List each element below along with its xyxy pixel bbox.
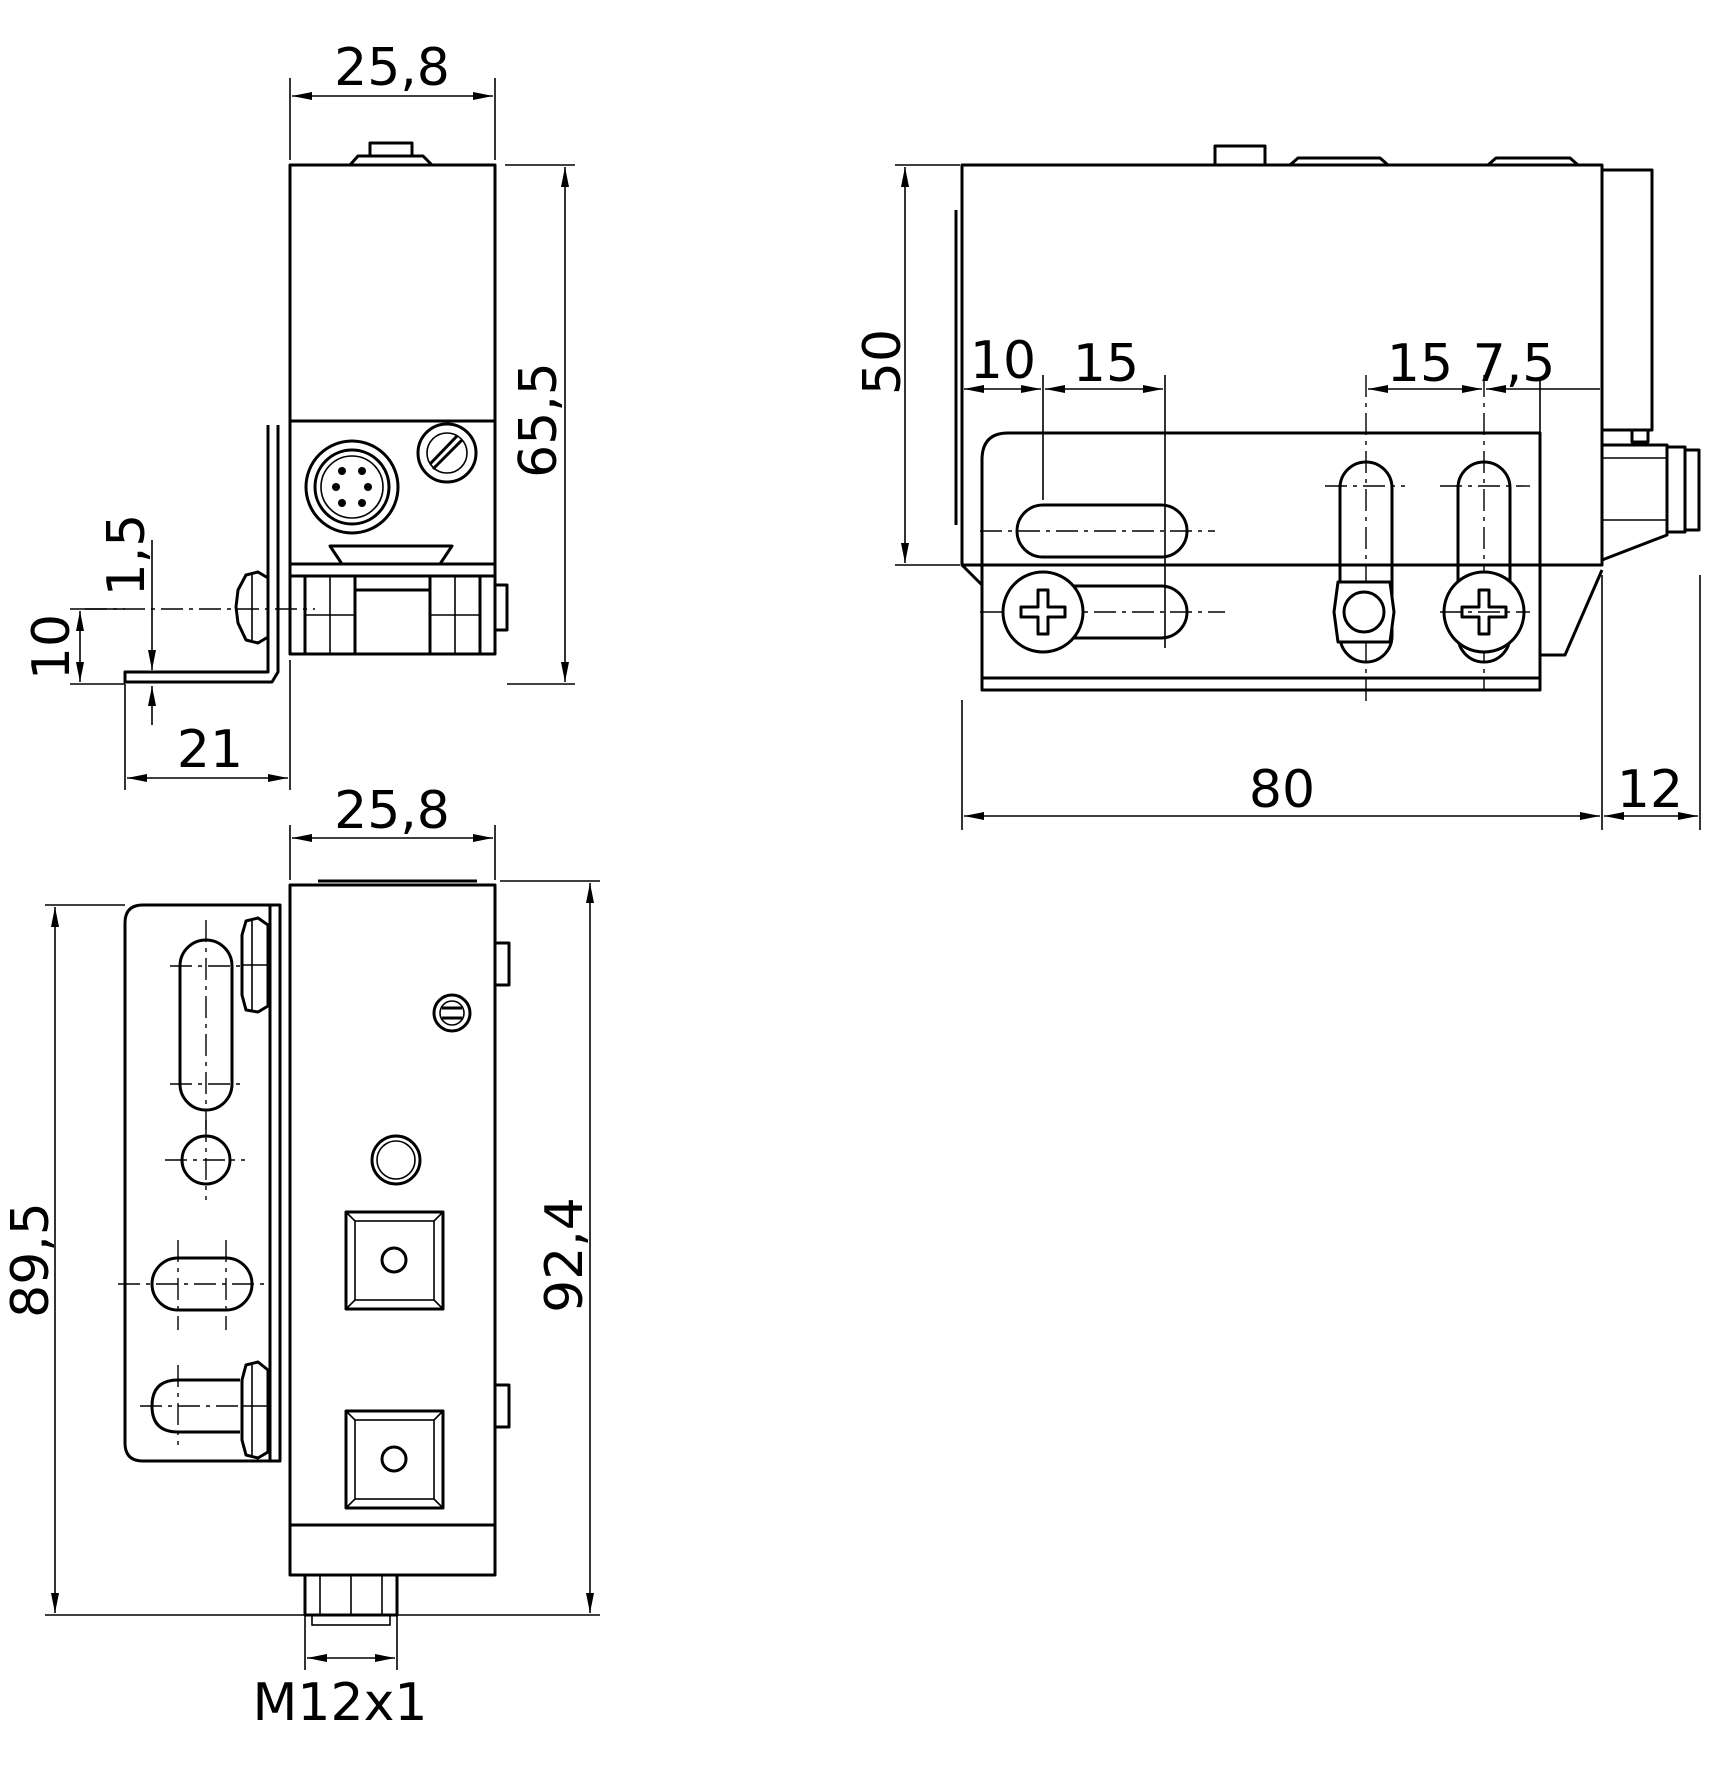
- hex-nut-icon: [1332, 580, 1396, 644]
- dim-front-width: 25,8: [334, 38, 450, 98]
- front-lower-housing: [288, 419, 497, 578]
- dim-front-height: 65,5: [509, 362, 569, 478]
- dim-top-width: 25,8: [334, 781, 450, 841]
- dim-side-length: 80: [1249, 760, 1315, 820]
- top-dimensions: 25,8 89,5 92,4 M12x1: [1, 781, 600, 1733]
- dim-slot-offset-left: 10: [970, 331, 1036, 391]
- front-clamp: [328, 544, 454, 566]
- m12-connector-face-icon: [304, 439, 400, 535]
- bracket-screw-icon: [234, 570, 270, 645]
- dim-slot-length-left: 15: [1073, 334, 1139, 394]
- side-bracket-plate: [980, 431, 1542, 692]
- dim-bracket-thickness: 1,5: [97, 514, 157, 597]
- top-view: [118, 879, 511, 1626]
- top-bracket-screw-icon: [240, 916, 270, 1014]
- side-dimensions: 50 10 15 15 7,5 80 12: [853, 164, 1701, 830]
- side-view: [954, 144, 1701, 705]
- front-view: [85, 141, 509, 684]
- push-button-2-icon: [344, 1409, 445, 1510]
- small-slotted-screw-icon: [432, 993, 472, 1033]
- m12-connector-side: [1601, 428, 1701, 562]
- front-dimensions: 25,8 65,5 10 1,5 21: [22, 38, 575, 790]
- front-housing: [288, 163, 497, 423]
- front-bracket: [123, 425, 280, 684]
- dim-bracket-length: 89,5: [1, 1202, 61, 1318]
- dim-bracket-height: 10: [22, 614, 82, 680]
- led-indicator-icon: [370, 1134, 422, 1186]
- dim-slot-length-right: 15: [1387, 334, 1453, 394]
- dim-side-height: 50: [853, 329, 913, 395]
- push-button-1-icon: [344, 1210, 445, 1311]
- phillips-screw-icon: [1001, 570, 1085, 654]
- top-bracket-screw-icon-2: [240, 1360, 270, 1460]
- top-bracket-plate: [123, 903, 282, 1463]
- dim-connector-length: 12: [1617, 760, 1683, 820]
- slotted-screw-icon: [416, 422, 478, 484]
- dim-slot-offset-right: 7,5: [1473, 334, 1556, 394]
- dim-connector-thread: M12x1: [253, 1673, 428, 1733]
- dim-bracket-offset: 21: [177, 720, 243, 780]
- m12-connector-top: [303, 1573, 399, 1626]
- dim-top-length: 92,4: [535, 1197, 595, 1313]
- front-top-nub: [368, 141, 414, 158]
